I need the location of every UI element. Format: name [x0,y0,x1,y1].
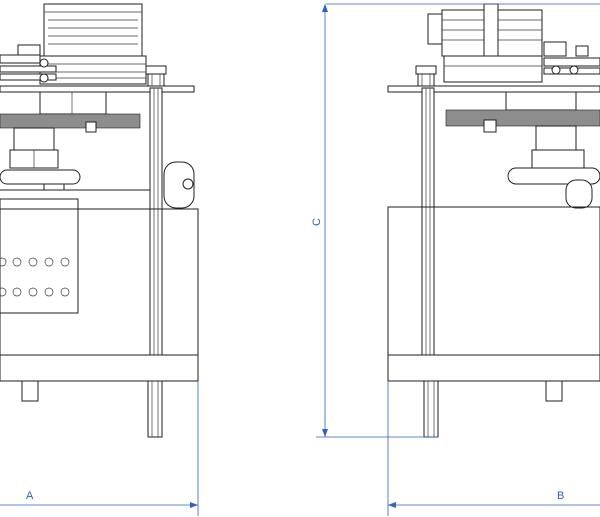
left-shaft-column [13,127,55,151]
left-cam-disc [0,169,81,191]
left-terminal-box [0,198,79,314]
left-foot-rod [147,380,163,438]
right-hub [505,91,577,111]
right-top-plate [387,85,600,93]
dimension-c-label: C [311,218,323,226]
left-rods [149,87,163,357]
right-foot-small [545,380,563,402]
right-bracket-parts [543,41,600,75]
dimension-b: B [387,381,600,516]
right-motor [427,3,543,83]
left-bracket-parts [0,44,57,83]
right-base-plate [387,354,600,382]
dimension-b-label: B [557,490,564,502]
dimension-a-label: A [26,490,34,502]
left-base-plate [0,354,199,382]
right-shaft-column [535,125,577,151]
left-view [0,3,199,438]
right-roller [565,179,593,209]
left-hub [39,91,107,115]
left-gear [0,113,141,133]
right-view [387,3,600,438]
left-roller [163,161,195,209]
right-nut [415,65,437,87]
left-nut [145,65,167,87]
right-housing [387,206,600,356]
left-foot-small [21,380,39,402]
right-foot-rod [423,380,439,438]
right-gear [445,109,600,133]
dimension-a: A [0,381,199,516]
right-rods [421,87,435,357]
left-top-plate [0,85,195,93]
dimension-c: C [311,3,600,438]
